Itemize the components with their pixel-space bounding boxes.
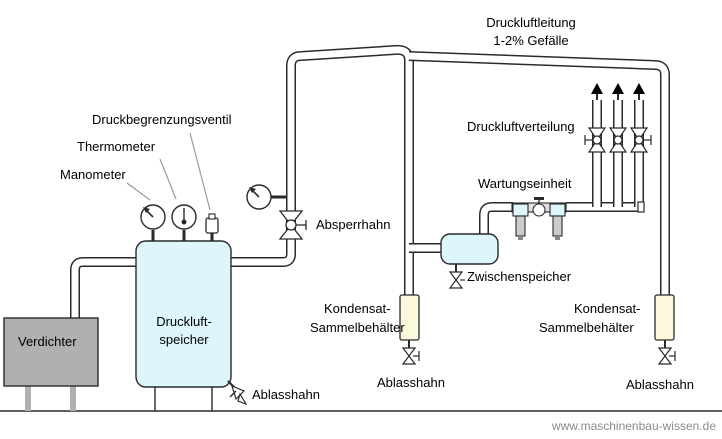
arrow-up-icon <box>591 83 603 100</box>
drain-right-label: Ablasshahn <box>626 377 694 392</box>
drain-valve-icon <box>401 347 420 365</box>
intermediate-tank-label: Zwischenspeicher <box>467 269 572 284</box>
pipe-network <box>70 44 670 318</box>
drain-valve-icon <box>657 347 676 365</box>
main-line-label-2: 1-2% Gefälle <box>493 33 568 48</box>
condensate-collector-left <box>399 294 420 348</box>
main-line-label-1: Druckluftleitung <box>486 15 576 30</box>
drain-valve-icon <box>227 380 248 406</box>
pressure-gauge-icon <box>246 184 286 210</box>
relief-valve-label: Druckbegrenzungsventil <box>92 112 232 127</box>
arrow-up-icon <box>633 83 645 100</box>
distribution-label: Druckluftverteilung <box>467 119 575 134</box>
ball-valve-icon <box>584 127 607 153</box>
condensate-collector-right <box>654 294 675 348</box>
arrow-up-icon <box>612 83 624 100</box>
condensate-right-label-2: Sammelbehälter <box>539 320 634 335</box>
intermediate-tank <box>440 233 499 272</box>
drain-left-label: Ablasshahn <box>377 375 445 390</box>
pressure-gauge-icon <box>140 204 166 230</box>
filter-regulator-icon <box>511 197 567 240</box>
compressor-label: Verdichter <box>18 334 77 349</box>
tank-label-line1: Druckluft- <box>156 314 212 329</box>
compressor: Verdichter <box>3 317 99 411</box>
tank-drain-label: Ablasshahn <box>252 387 320 402</box>
thermometer-icon <box>171 204 197 230</box>
air-receiver-tank: Druckluft- speicher <box>135 240 232 411</box>
credit-text: www.maschinenbau-wissen.de <box>551 419 716 433</box>
ball-valve-icon <box>629 127 652 153</box>
manometer-label: Manometer <box>60 167 126 182</box>
condensate-right-label-1: Kondensat- <box>574 301 641 316</box>
shutoff-valve-label: Absperrhahn <box>316 217 390 232</box>
tank-label-line2: speicher <box>159 332 209 347</box>
distribution-outlets <box>584 83 652 153</box>
condensate-left-label-2: Sammelbehälter <box>310 320 405 335</box>
drain-valve-icon <box>448 271 465 289</box>
relief-valve-icon <box>205 213 219 234</box>
ball-valve-icon <box>278 210 307 240</box>
ball-valve-icon <box>608 127 628 153</box>
maintenance-unit-label: Wartungseinheit <box>478 176 572 191</box>
condensate-left-label-1: Kondensat- <box>324 301 391 316</box>
thermometer-label: Thermometer <box>77 139 156 154</box>
